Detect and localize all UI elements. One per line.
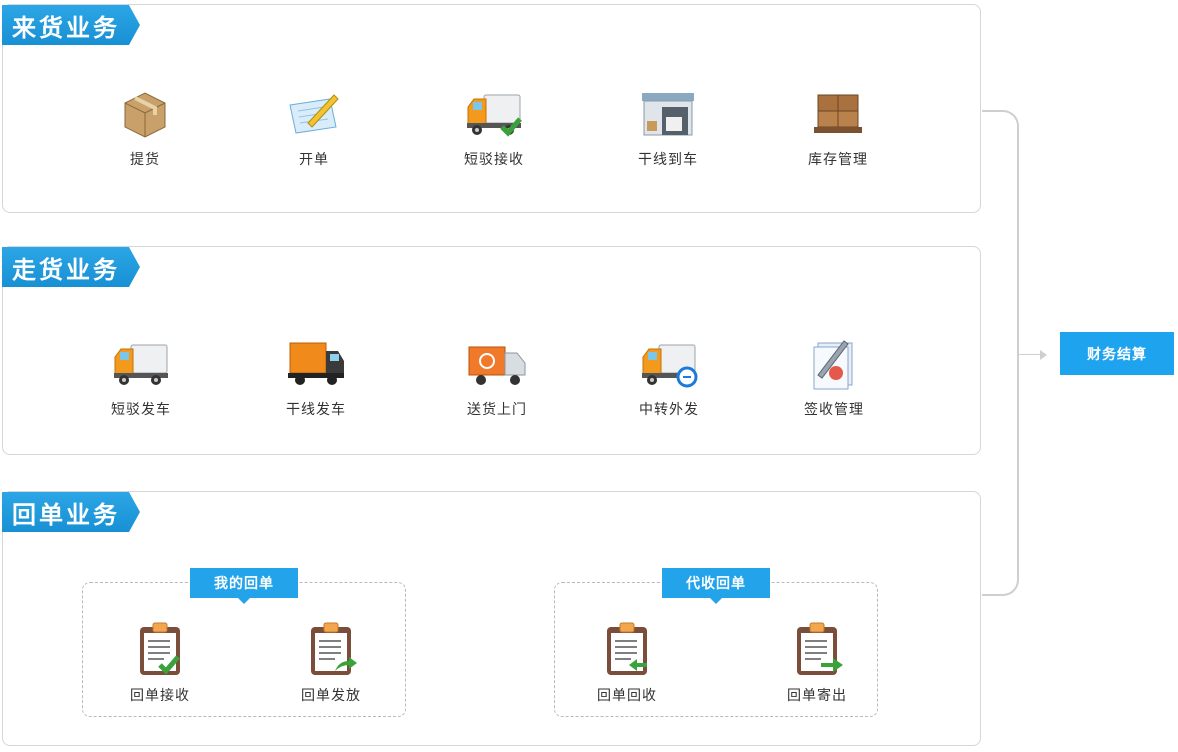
item-signoff[interactable]: 签收管理 <box>779 335 889 419</box>
delivery-truck-icon <box>468 346 526 385</box>
flow-connector <box>982 110 1019 596</box>
item-shuttle-receive[interactable]: 短驳接收 <box>439 85 549 169</box>
warehouse-truck-icon <box>642 93 694 136</box>
cargo-truck-icon <box>288 342 344 385</box>
group-collected-receipts: 代收回单 回单回收 回单寄出 <box>554 568 878 717</box>
truck-refresh-icon <box>639 335 698 388</box>
clipboard-send-icon <box>787 621 843 677</box>
group-title: 代收回单 <box>662 568 770 604</box>
truck-check-icon <box>464 85 522 137</box>
item-label: 回单回收 <box>597 688 657 704</box>
item-receipt-issue[interactable]: 回单发放 <box>276 621 386 705</box>
item-inventory[interactable]: 库存管理 <box>783 85 893 169</box>
item-label: 干线到车 <box>638 152 698 168</box>
section-title-outgoing: 走货业务 <box>2 247 140 287</box>
package-box-icon <box>124 92 166 138</box>
item-label: 回单发放 <box>301 688 361 704</box>
item-label: 签收管理 <box>804 402 864 418</box>
item-label: 提货 <box>130 152 160 168</box>
item-receipt-mail[interactable]: 回单寄出 <box>762 621 872 705</box>
pencil-document-icon <box>289 94 339 134</box>
clipboard-check-icon <box>130 621 190 677</box>
item-label: 库存管理 <box>808 152 868 168</box>
item-trunk-depart[interactable]: 干线发车 <box>261 335 371 419</box>
item-shuttle-depart[interactable]: 短驳发车 <box>86 335 196 419</box>
item-receipt-recover[interactable]: 回单回收 <box>572 621 682 705</box>
section-title-receipt: 回单业务 <box>2 492 140 532</box>
item-trunk-arrival[interactable]: 干线到车 <box>613 85 723 169</box>
item-label: 送货上门 <box>467 402 527 418</box>
item-label: 开单 <box>299 152 329 168</box>
group-title: 我的回单 <box>190 568 298 604</box>
truck-icon <box>111 335 171 391</box>
receipt-panel: 回单业务 我的回单 回单接收 回单发放 代收回单 回单回收 <box>2 491 981 746</box>
item-door-delivery[interactable]: 送货上门 <box>442 335 552 419</box>
item-label: 回单寄出 <box>787 688 847 704</box>
finance-settlement-button[interactable]: 财务结算 <box>1060 332 1174 375</box>
item-pickup[interactable]: 提货 <box>90 85 200 169</box>
section-title-incoming: 来货业务 <box>2 5 140 45</box>
group-my-receipts: 我的回单 回单接收 回单发放 <box>82 568 406 717</box>
item-label: 短驳发车 <box>111 402 171 418</box>
incoming-panel: 来货业务 提货 开单 短驳接收 <box>2 4 981 213</box>
clipboard-recycle-icon <box>597 621 657 677</box>
item-receipt-receive[interactable]: 回单接收 <box>105 621 215 705</box>
flow-arrow-line <box>1019 354 1043 355</box>
item-billing[interactable]: 开单 <box>259 85 369 169</box>
arrow-right-icon <box>1040 350 1047 360</box>
outgoing-panel: 走货业务 短驳发车 干线发车 送货上门 中转外发 <box>2 246 981 455</box>
item-label: 回单接收 <box>130 688 190 704</box>
item-transfer-out[interactable]: 中转外发 <box>614 335 724 419</box>
pallet-boxes-icon <box>814 94 862 133</box>
item-label: 短驳接收 <box>464 152 524 168</box>
item-label: 干线发车 <box>286 402 346 418</box>
clipboard-arrow-icon <box>301 621 357 677</box>
signed-documents-icon <box>813 340 853 390</box>
item-label: 中转外发 <box>639 402 699 418</box>
